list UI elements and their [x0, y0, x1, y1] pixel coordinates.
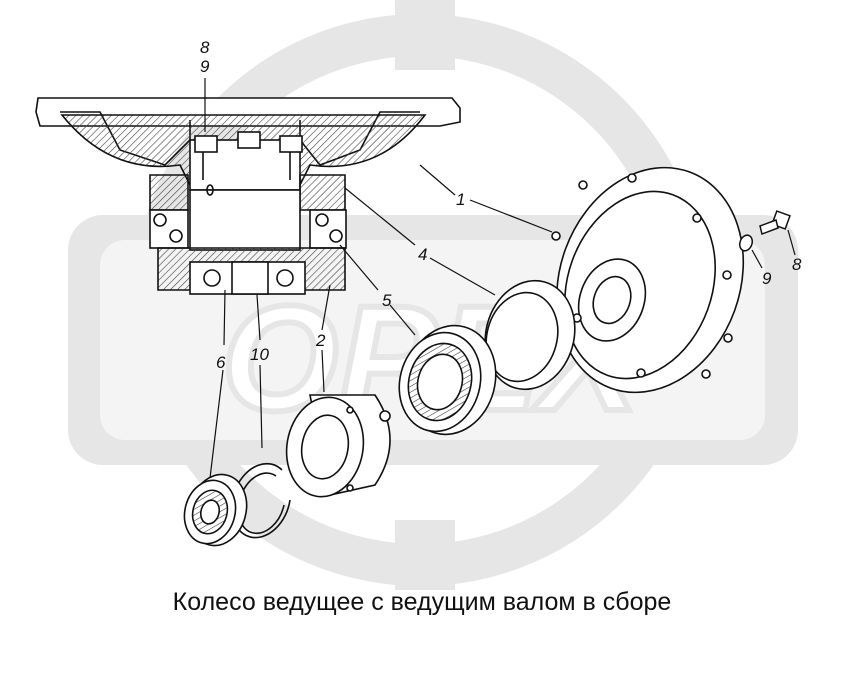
label-part-1: 1	[456, 190, 465, 209]
label-part-5: 5	[382, 291, 392, 310]
part-labels: 8 9 1 4 5 2 6 10 9 8	[200, 38, 802, 372]
roller-bearing	[398, 324, 497, 436]
label-right-8: 8	[792, 255, 802, 274]
seal-ring	[484, 279, 576, 391]
label-top-9: 9	[200, 57, 210, 76]
label-part-10: 10	[250, 345, 269, 364]
label-part-6: 6	[216, 353, 226, 372]
leader-lines	[204, 78, 796, 479]
label-top-8: 8	[200, 38, 210, 57]
label-right-9: 9	[762, 269, 772, 288]
label-part-2: 2	[315, 331, 326, 350]
cover-flange	[551, 166, 745, 394]
ball-bearing	[183, 473, 248, 547]
bolt-and-washer	[738, 210, 791, 252]
bushing	[285, 394, 391, 498]
housing-cross-section	[35, 97, 461, 295]
figure-caption: Колесо ведущее с ведущим валом в сборе	[172, 588, 672, 616]
label-part-4: 4	[418, 245, 427, 264]
